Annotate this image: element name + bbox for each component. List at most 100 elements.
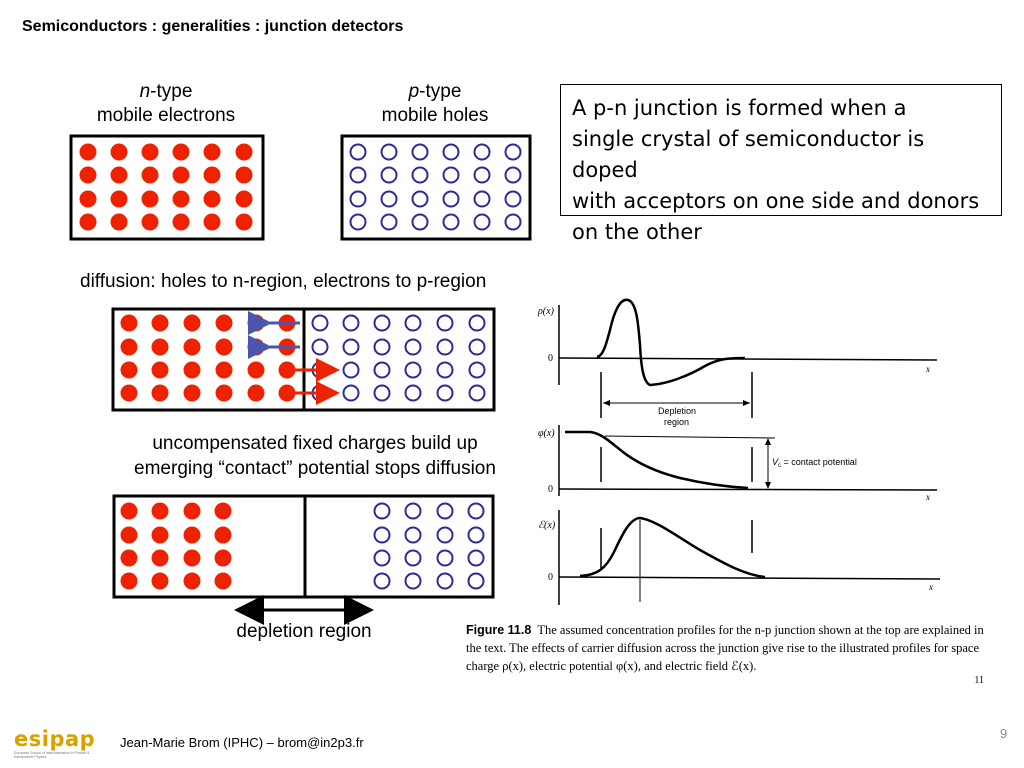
hole [473,190,491,208]
electron [215,384,233,402]
hole [349,166,367,184]
hole [473,166,491,184]
electron [203,213,221,231]
hole [442,213,460,231]
hole [404,384,422,402]
hole [473,213,491,231]
caption-fig-num: Figure 11.8 [466,623,532,637]
electron [120,526,138,544]
hole [467,502,485,520]
electron [120,572,138,590]
electron [214,526,232,544]
efield-zero: 0 [548,572,553,583]
hole [373,384,391,402]
vc-arrow-down [765,482,771,489]
logo-text: esipap [14,727,96,751]
figure-caption: Figure 11.8 The assumed concentration pr… [466,621,986,687]
vc-top-line [604,435,776,439]
depletion-text-1: Depletion [658,406,696,416]
hole [467,572,485,590]
diffusion-label: diffusion: holes to n-region, electrons … [80,271,487,292]
electron [151,549,169,567]
hole [380,190,398,208]
electron [183,338,201,356]
hole [373,338,391,356]
hole [473,143,491,161]
hole [442,190,460,208]
depletion-bracket-right-head [743,400,750,406]
hole [436,314,454,332]
electron [235,213,253,231]
fixed-charges-line-2: emerging “contact” potential stops diffu… [134,458,496,479]
electron [235,166,253,184]
electron [215,338,233,356]
electron [172,166,190,184]
electron [120,384,138,402]
hole [504,190,522,208]
electron [183,314,201,332]
electron [203,190,221,208]
ntype-header: n-type mobile electrons [70,80,262,128]
fixed-charges-label: uncompensated fixed charges build up eme… [110,431,520,481]
footer-author: Jean-Marie Brom (IPHC) – brom@in2p3.fr [120,735,364,750]
phi-curve [565,430,749,490]
hole [411,166,429,184]
electron [203,143,221,161]
ptype-letter: p [408,81,420,102]
electron [120,549,138,567]
electron [79,143,97,161]
electron [214,572,232,590]
hole [442,143,460,161]
hole [404,549,422,567]
electron [120,314,138,332]
phi-label: φ(x) [538,428,555,439]
hole [349,190,367,208]
electron [172,190,190,208]
depletion-carriers [120,502,485,590]
electron [110,166,128,184]
ptype-subtitle: mobile holes [381,105,489,126]
electron [79,213,97,231]
esipap-logo: esipap European School of Instrumentatio… [14,727,100,759]
ntype-electrons [79,143,253,231]
electron [214,549,232,567]
ptype-box [340,134,532,241]
hole [436,384,454,402]
hole [342,314,360,332]
hole [404,338,422,356]
hole [404,361,422,379]
electron [120,338,138,356]
hole [411,143,429,161]
hole [436,572,454,590]
rho-zero: 0 [548,353,553,364]
hole [373,526,391,544]
hole [504,213,522,231]
electron [151,502,169,520]
electron [110,143,128,161]
electron [278,361,296,379]
electron [172,143,190,161]
electron [120,361,138,379]
electron [151,338,169,356]
hole [442,166,460,184]
hole [467,526,485,544]
hole [342,384,360,402]
hole [468,314,486,332]
electron [151,361,169,379]
info-line-1: A p-n junction is formed when a [572,96,907,120]
hole [373,549,391,567]
hole [411,190,429,208]
hole [404,526,422,544]
info-line-3: with acceptors on one side and donors [572,189,980,213]
hole [411,213,429,231]
electron [183,549,201,567]
ntype-suffix: -type [150,81,193,102]
electron [183,384,201,402]
electron [183,361,201,379]
electron [141,143,159,161]
hole [404,572,422,590]
logo-subtitle: European School of Instrumentation in Pa… [14,751,90,759]
electron [141,213,159,231]
hole [436,526,454,544]
